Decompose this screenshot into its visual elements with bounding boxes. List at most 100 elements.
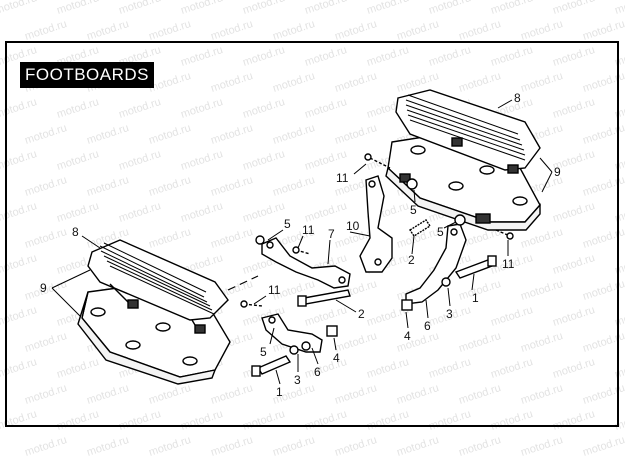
watermark-text: motod.ru <box>395 382 440 407</box>
callout-11-upper-right: 11 <box>336 171 349 185</box>
watermark-text: motod.ru <box>581 18 625 43</box>
callout-4-right: 4 <box>404 329 411 343</box>
watermark-text: motod.ru <box>241 96 286 121</box>
watermark-text: motod.ru <box>179 44 224 69</box>
watermark-text: motod.ru <box>85 18 130 43</box>
watermark-text: motod.ru <box>179 96 224 121</box>
watermark-text: motod.ru <box>519 330 564 355</box>
callout-2-middle: 2 <box>408 253 415 267</box>
callout-11-lower-left: 11 <box>268 283 281 297</box>
watermark-text: motod.ru <box>457 70 502 95</box>
watermark-text: motod.ru <box>613 408 625 433</box>
watermark-text: motod.ru <box>489 44 534 69</box>
watermark-text: motod.ru <box>489 0 534 17</box>
watermark-text: motod.ru <box>55 96 100 121</box>
watermark-text: motod.ru <box>395 434 440 459</box>
watermark-text: motod.ru <box>519 278 564 303</box>
watermark-text: motod.ru <box>427 408 472 433</box>
callout-8-left: 8 <box>72 225 79 239</box>
watermark-text: motod.ru <box>241 44 286 69</box>
watermark-text: motod.ru <box>271 70 316 95</box>
callout-10: 10 <box>346 219 360 233</box>
watermark-text: motod.ru <box>85 434 130 459</box>
watermark-text: motod.ru <box>117 148 162 173</box>
watermark-text: motod.ru <box>147 18 192 43</box>
watermark-text: motod.ru <box>551 44 596 69</box>
watermark-text: motod.ru <box>365 408 410 433</box>
callout-4-left: 4 <box>333 351 340 365</box>
callout-2-left: 2 <box>358 307 365 321</box>
watermark-text: motod.ru <box>303 148 348 173</box>
watermark-text: motod.ru <box>147 434 192 459</box>
watermark-text: motod.ru <box>55 408 100 433</box>
watermark-text: motod.ru <box>241 200 286 225</box>
watermark-text: motod.ru <box>117 96 162 121</box>
watermark-text: motod.ru <box>365 0 410 17</box>
watermark-text: motod.ru <box>209 382 254 407</box>
watermark-text: motod.ru <box>85 174 130 199</box>
watermark-text: motod.ru <box>519 382 564 407</box>
watermark-text: motod.ru <box>23 226 68 251</box>
callout-5-middle: 5 <box>437 225 444 239</box>
watermark-text: motod.ru <box>179 148 224 173</box>
watermark-text: motod.ru <box>457 434 502 459</box>
watermark-text: motod.ru <box>551 356 596 381</box>
watermark-text: motod.ru <box>613 44 625 69</box>
watermark-text: motod.ru <box>117 408 162 433</box>
callout-7: 7 <box>328 227 335 241</box>
callout-1-left: 1 <box>276 385 283 399</box>
watermark-text: motod.ru <box>551 96 596 121</box>
watermark-text: motod.ru <box>303 0 348 17</box>
watermark-text: motod.ru <box>147 174 192 199</box>
callout-3-right: 3 <box>446 307 453 321</box>
watermark-text: motod.ru <box>551 200 596 225</box>
watermark-text: motod.ru <box>147 226 192 251</box>
watermark-text: motod.ru <box>613 252 625 277</box>
watermark-text: motod.ru <box>333 18 378 43</box>
watermark-text: motod.ru <box>365 44 410 69</box>
watermark-text: motod.ru <box>303 200 348 225</box>
callout-9-right: 9 <box>554 165 561 179</box>
watermark-text: motod.ru <box>209 434 254 459</box>
watermark-text: motod.ru <box>209 174 254 199</box>
watermark-text: motod.ru <box>457 278 502 303</box>
watermark-text: motod.ru <box>209 226 254 251</box>
watermark-text: motod.ru <box>333 382 378 407</box>
watermark-text: motod.ru <box>551 252 596 277</box>
watermark-text: motod.ru <box>209 122 254 147</box>
watermark-text: motod.ru <box>395 18 440 43</box>
watermark-text: motod.ru <box>519 70 564 95</box>
watermark-text: motod.ru <box>457 382 502 407</box>
watermark-text: motod.ru <box>457 18 502 43</box>
watermark-text: motod.ru <box>303 408 348 433</box>
watermark-text: motod.ru <box>117 0 162 17</box>
watermark-text: motod.ru <box>271 18 316 43</box>
watermark-text: motod.ru <box>179 408 224 433</box>
watermark-text: motod.ru <box>333 70 378 95</box>
watermark-text: motod.ru <box>0 0 38 17</box>
left-brackets <box>240 175 393 377</box>
watermark-text: motod.ru <box>271 122 316 147</box>
watermark-text: motod.ru <box>519 18 564 43</box>
watermark-text: motod.ru <box>117 200 162 225</box>
callout-9-left: 9 <box>40 281 47 295</box>
watermark-text: motod.ru <box>333 122 378 147</box>
left-footboard <box>77 239 259 385</box>
watermark-text: motod.ru <box>147 70 192 95</box>
watermark-text: motod.ru <box>55 200 100 225</box>
watermark-text: motod.ru <box>519 434 564 459</box>
watermark-text: motod.ru <box>613 148 625 173</box>
watermark-text: motod.ru <box>551 304 596 329</box>
watermark-text: motod.ru <box>271 174 316 199</box>
callout-5-upper-right: 5 <box>410 203 417 217</box>
callout-5-upper-left: 5 <box>284 217 291 231</box>
watermark-text: motod.ru <box>147 122 192 147</box>
right-brackets <box>364 153 514 311</box>
watermark-text: motod.ru <box>55 356 100 381</box>
watermark-text: motod.ru <box>489 408 534 433</box>
callout-11-right: 11 <box>502 257 515 271</box>
watermark-text: motod.ru <box>581 434 625 459</box>
watermark-text: motod.ru <box>23 434 68 459</box>
